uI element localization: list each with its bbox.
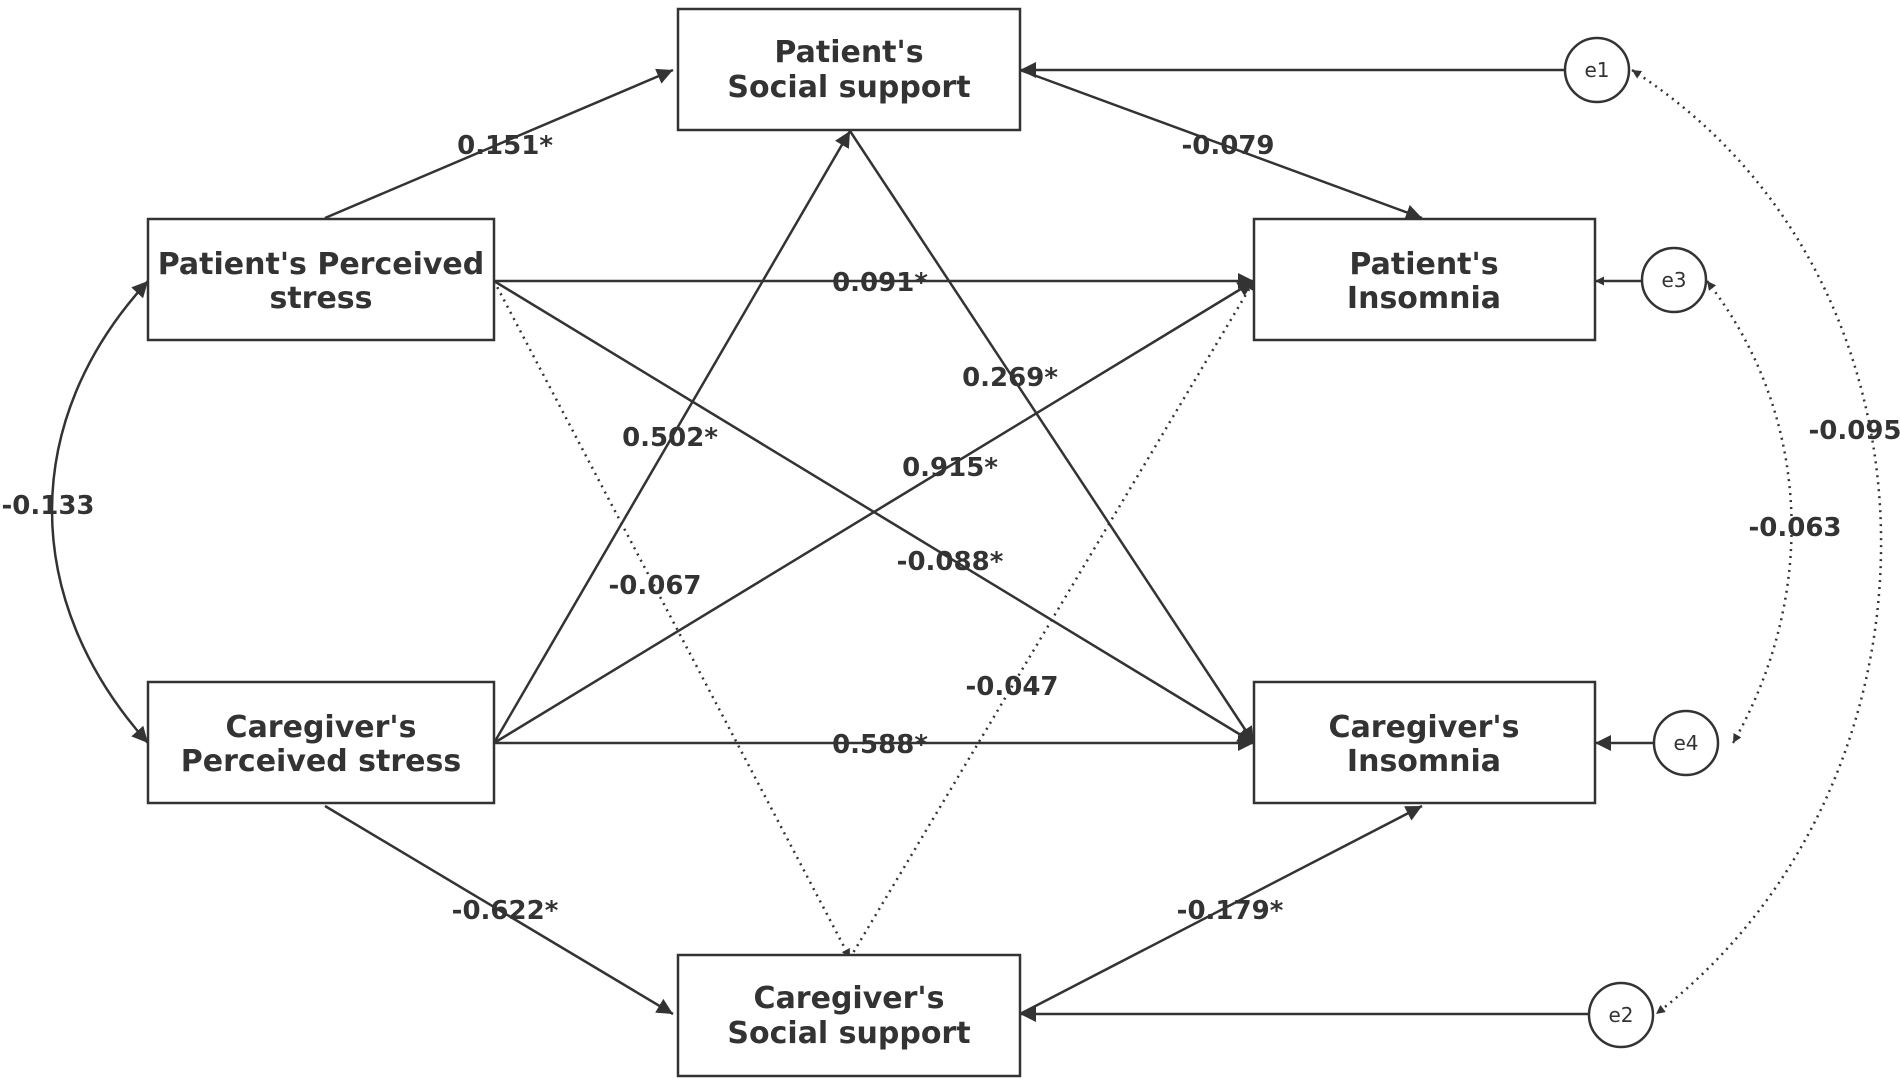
coef-cps-to-pss: 0.502*	[622, 423, 718, 453]
box-label-line2: stress	[269, 281, 372, 316]
box-label-line2: Social support	[727, 70, 970, 105]
box-label-line1: Patient's Perceived	[158, 247, 485, 282]
box-label-line2: Perceived stress	[181, 744, 461, 779]
box-caregiver-perceived-stress: Caregiver's Perceived stress	[146, 680, 496, 805]
error-label: e3	[1661, 268, 1686, 292]
box-patient-perceived-stress: Patient's Perceived stress	[146, 217, 496, 342]
error-e2: e2	[1587, 981, 1655, 1049]
box-label-line1: Patient's	[774, 35, 923, 70]
coef-pps-to-ci: -0.088*	[897, 547, 1004, 577]
path-cps-to-pi	[493, 279, 1255, 745]
coef-css-to-pi: -0.047	[965, 672, 1058, 702]
coef-e1-e2-cov: -0.095	[1808, 416, 1901, 446]
error-e3: e3	[1640, 246, 1708, 314]
coef-cps-to-css: -0.622*	[452, 896, 559, 926]
coef-pps-to-pss: 0.151*	[457, 131, 553, 161]
path-pps-to-css	[492, 280, 852, 959]
cov-pps-cps	[50, 280, 149, 744]
path-cps-to-css	[324, 804, 674, 1016]
coef-pps-to-pi: 0.091*	[832, 268, 928, 298]
error-label: e1	[1584, 58, 1609, 82]
path-pss-to-pi	[1019, 68, 1423, 220]
error-e1: e1	[1563, 36, 1631, 104]
coefficient-labels: 0.151* -0.079 0.091* 0.269* 0.502* 0.915…	[1, 131, 1901, 926]
box-patient-social-support: Patient's Social support	[676, 7, 1022, 132]
box-label-line2: Social support	[727, 1016, 970, 1051]
box-label-line2: Insomnia	[1347, 281, 1501, 316]
path-pps-to-pss	[324, 68, 674, 220]
coef-pps-cps-cov: -0.133	[1, 491, 94, 521]
coef-pps-to-css: -0.067	[608, 571, 701, 601]
path-css-to-ci	[1019, 804, 1423, 1016]
box-label-line1: Caregiver's	[1329, 710, 1520, 745]
cov-e3-e4	[1706, 280, 1793, 744]
box-caregiver-insomnia: Caregiver's Insomnia	[1252, 680, 1597, 805]
box-label-line1: Caregiver's	[754, 981, 945, 1016]
error-label: e2	[1608, 1003, 1633, 1027]
coef-cps-to-ci: 0.588*	[832, 730, 928, 760]
coef-pss-to-ci: 0.269*	[962, 363, 1058, 393]
path-cps-to-pss	[492, 130, 852, 744]
box-label-line1: Caregiver's	[226, 710, 417, 745]
cov-e1-e2	[1631, 68, 1883, 1015]
coef-css-to-ci: -0.179*	[1177, 896, 1284, 926]
box-caregiver-social-support: Caregiver's Social support	[676, 953, 1022, 1078]
box-label-line2: Insomnia	[1347, 744, 1501, 779]
error-label: e4	[1673, 731, 1698, 755]
box-patient-insomnia: Patient's Insomnia	[1252, 217, 1597, 342]
path-pss-to-ci	[848, 130, 1256, 744]
coef-pss-to-pi: -0.079	[1181, 131, 1274, 161]
error-e4: e4	[1652, 709, 1720, 777]
paths	[50, 62, 1883, 1022]
coef-cps-to-pi: 0.915*	[902, 453, 998, 483]
box-label-line1: Patient's	[1349, 247, 1498, 282]
coef-e3-e4-cov: -0.063	[1748, 513, 1841, 543]
